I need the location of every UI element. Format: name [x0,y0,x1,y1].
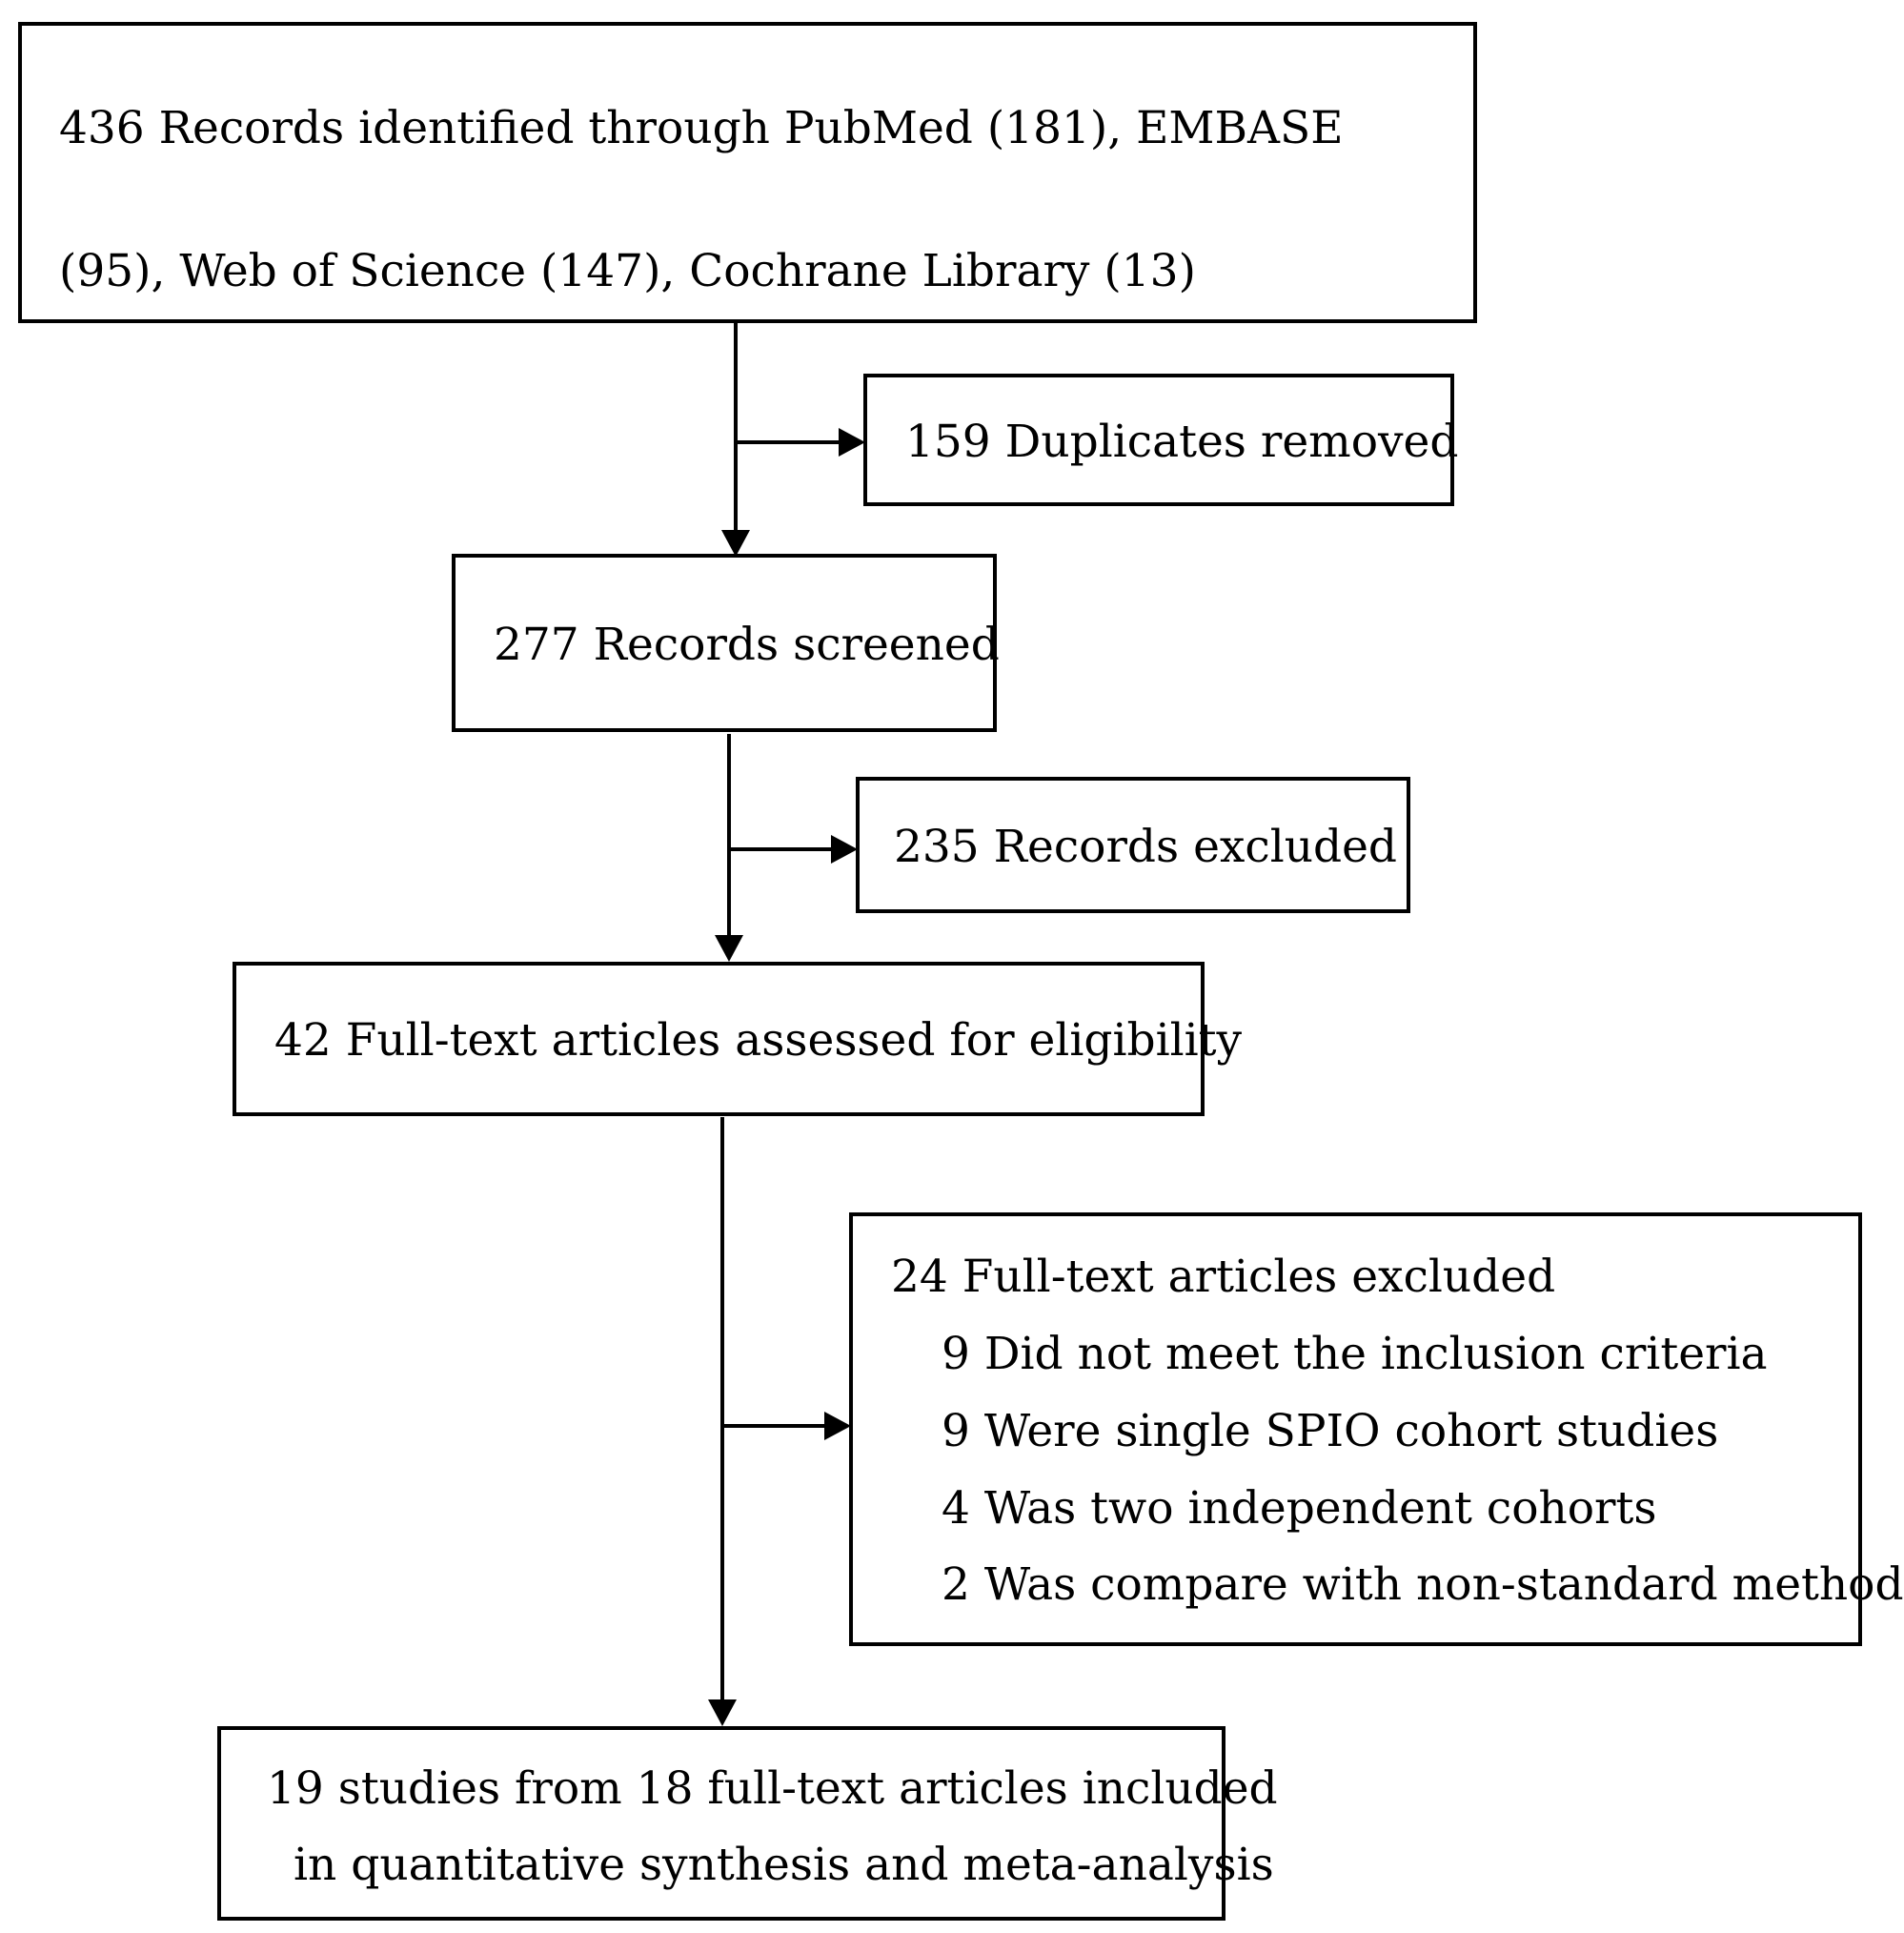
arrowhead-duplicates [839,428,865,457]
fulltext-excluded-box: 24 Full-text articles excluded 9 Did not… [849,1212,1904,1646]
exclusion-reason: 9 Did not meet the inclusion criteria [942,1328,1768,1380]
records-excluded-text: 235 Records excluded [894,821,1398,873]
duplicates-removed-box: 159 Duplicates removed [863,374,1458,506]
arrowhead-records-excluded [831,835,858,864]
duplicates-removed-text: 159 Duplicates removed [905,416,1459,468]
records-identified-line1: 436 Records identified through PubMed (1… [59,102,1344,154]
arrowhead-fulltext-excluded [824,1412,851,1440]
fulltext-excluded-heading: 24 Full-text articles excluded [891,1251,1556,1303]
exclusion-reason: 4 Was two independent cohorts [942,1482,1657,1535]
records-screened-box: 277 Records screened [452,554,1000,732]
records-identified-line2: (95), Web of Science (147), Cochrane Lib… [59,245,1196,297]
studies-included-line1: 19 studies from 18 full-text articles in… [267,1762,1278,1815]
arrowhead-assessed [715,935,743,962]
arrowhead-included [708,1699,737,1726]
records-identified-box: 436 Records identified through PubMed (1… [18,22,1477,323]
records-screened-text: 277 Records screened [494,619,1000,671]
studies-included-line2: in quantitative synthesis and meta-analy… [294,1839,1274,1891]
fulltext-assessed-box: 42 Full-text articles assessed for eligi… [233,962,1242,1116]
exclusion-reason: 2 Was compare with non-standard method [942,1558,1904,1611]
fulltext-assessed-text: 42 Full-text articles assessed for eligi… [274,1014,1243,1067]
records-excluded-box: 235 Records excluded [856,777,1410,913]
exclusion-reason: 9 Were single SPIO cohort studies [942,1405,1719,1457]
arrowhead-screened [721,530,750,557]
studies-included-box: 19 studies from 18 full-text articles in… [217,1726,1278,1921]
